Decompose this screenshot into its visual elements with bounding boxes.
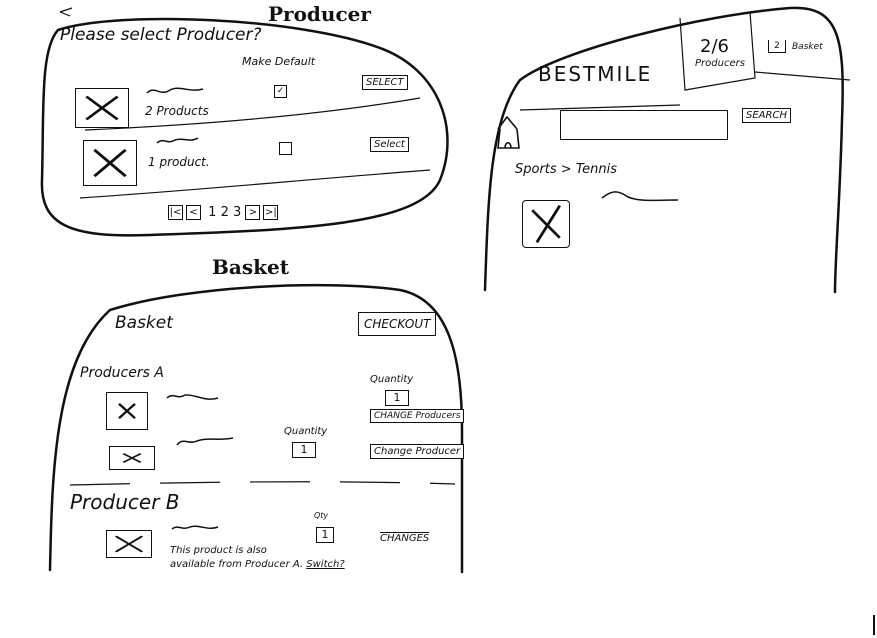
- last-page-button[interactable]: >|: [263, 205, 279, 220]
- page-3[interactable]: 3: [232, 205, 242, 220]
- header-divider: [519, 104, 681, 111]
- product-image-placeholder: [106, 530, 152, 558]
- first-page-button[interactable]: |<: [168, 205, 183, 220]
- search-button[interactable]: SEARCH: [742, 108, 791, 123]
- product-image-placeholder: [109, 446, 155, 470]
- basket-icon[interactable]: 2: [768, 40, 786, 53]
- switch-producer-link[interactable]: Switch?: [306, 559, 345, 570]
- alternative-notice-line2: available from Producer A. Switch?: [170, 559, 345, 570]
- quantity-label: Qty: [314, 511, 329, 520]
- make-default-checkbox[interactable]: ✓: [274, 85, 287, 98]
- pagination: |<< 1 2 3 >>|: [168, 205, 281, 220]
- producer-product-count: 2 Products: [145, 104, 209, 118]
- producer-divider: [69, 481, 456, 486]
- home-icon[interactable]: [495, 115, 521, 151]
- make-default-checkbox[interactable]: [279, 142, 292, 155]
- producer-b-name: Producer B: [70, 490, 180, 514]
- search-input[interactable]: [560, 110, 728, 140]
- producers-count[interactable]: 2/6: [700, 36, 729, 57]
- select-producer-button[interactable]: Select: [370, 137, 409, 152]
- quantity-input[interactable]: 1: [385, 390, 409, 406]
- change-producer-button[interactable]: Change Producer: [370, 444, 465, 459]
- alternative-notice-text: available from Producer A.: [170, 559, 304, 570]
- producer-screen-heading: Producer: [268, 2, 371, 26]
- producer-a-name: Producers A: [80, 365, 164, 381]
- name-placeholder-squiggle: [146, 87, 204, 94]
- select-producer-button[interactable]: SELECT: [362, 75, 408, 90]
- change-producer-button[interactable]: CHANGES: [380, 533, 430, 544]
- basket-link[interactable]: Basket: [792, 42, 823, 52]
- producer-image-placeholder: [83, 140, 137, 186]
- quantity-input[interactable]: 1: [292, 442, 316, 458]
- change-producer-button[interactable]: CHANGE Producers: [370, 409, 465, 423]
- back-arrow-icon: [59, 7, 73, 17]
- home-screen-outline: [483, 6, 844, 294]
- checkout-button[interactable]: CHECKOUT: [358, 312, 437, 336]
- page-1[interactable]: 1: [208, 205, 217, 220]
- name-placeholder-squiggle: [166, 394, 219, 400]
- quantity-label: Quantity: [370, 374, 414, 385]
- next-page-button[interactable]: >: [245, 205, 261, 220]
- logo[interactable]: BESTMILE: [538, 62, 653, 86]
- basket-screen-heading: Basket: [212, 255, 289, 279]
- producers-label[interactable]: Producers: [695, 58, 745, 69]
- name-placeholder-squiggle: [601, 191, 679, 202]
- producer-prompt: Please select Producer?: [60, 25, 262, 45]
- page-2[interactable]: 2: [220, 205, 229, 220]
- product-image-placeholder[interactable]: [522, 200, 570, 248]
- name-placeholder-squiggle: [176, 437, 234, 446]
- breadcrumb[interactable]: Sports > Tennis: [515, 162, 618, 177]
- quantity-label: Quantity: [284, 426, 328, 437]
- name-placeholder-squiggle: [156, 137, 199, 144]
- prev-page-button[interactable]: <: [186, 205, 201, 220]
- producer-product-count: 1 product.: [148, 155, 210, 169]
- producer-image-placeholder: [75, 88, 129, 128]
- quantity-input[interactable]: 1: [316, 527, 334, 543]
- basket-title: Basket: [115, 313, 173, 333]
- make-default-header: Make Default: [242, 55, 316, 68]
- product-image-placeholder: [106, 392, 148, 430]
- row-divider: [79, 169, 431, 199]
- scrollbar-fragment: [873, 615, 875, 635]
- alternative-notice: This product is also: [170, 545, 267, 556]
- producer-screen-outline: [40, 17, 449, 237]
- name-placeholder-squiggle: [171, 525, 219, 530]
